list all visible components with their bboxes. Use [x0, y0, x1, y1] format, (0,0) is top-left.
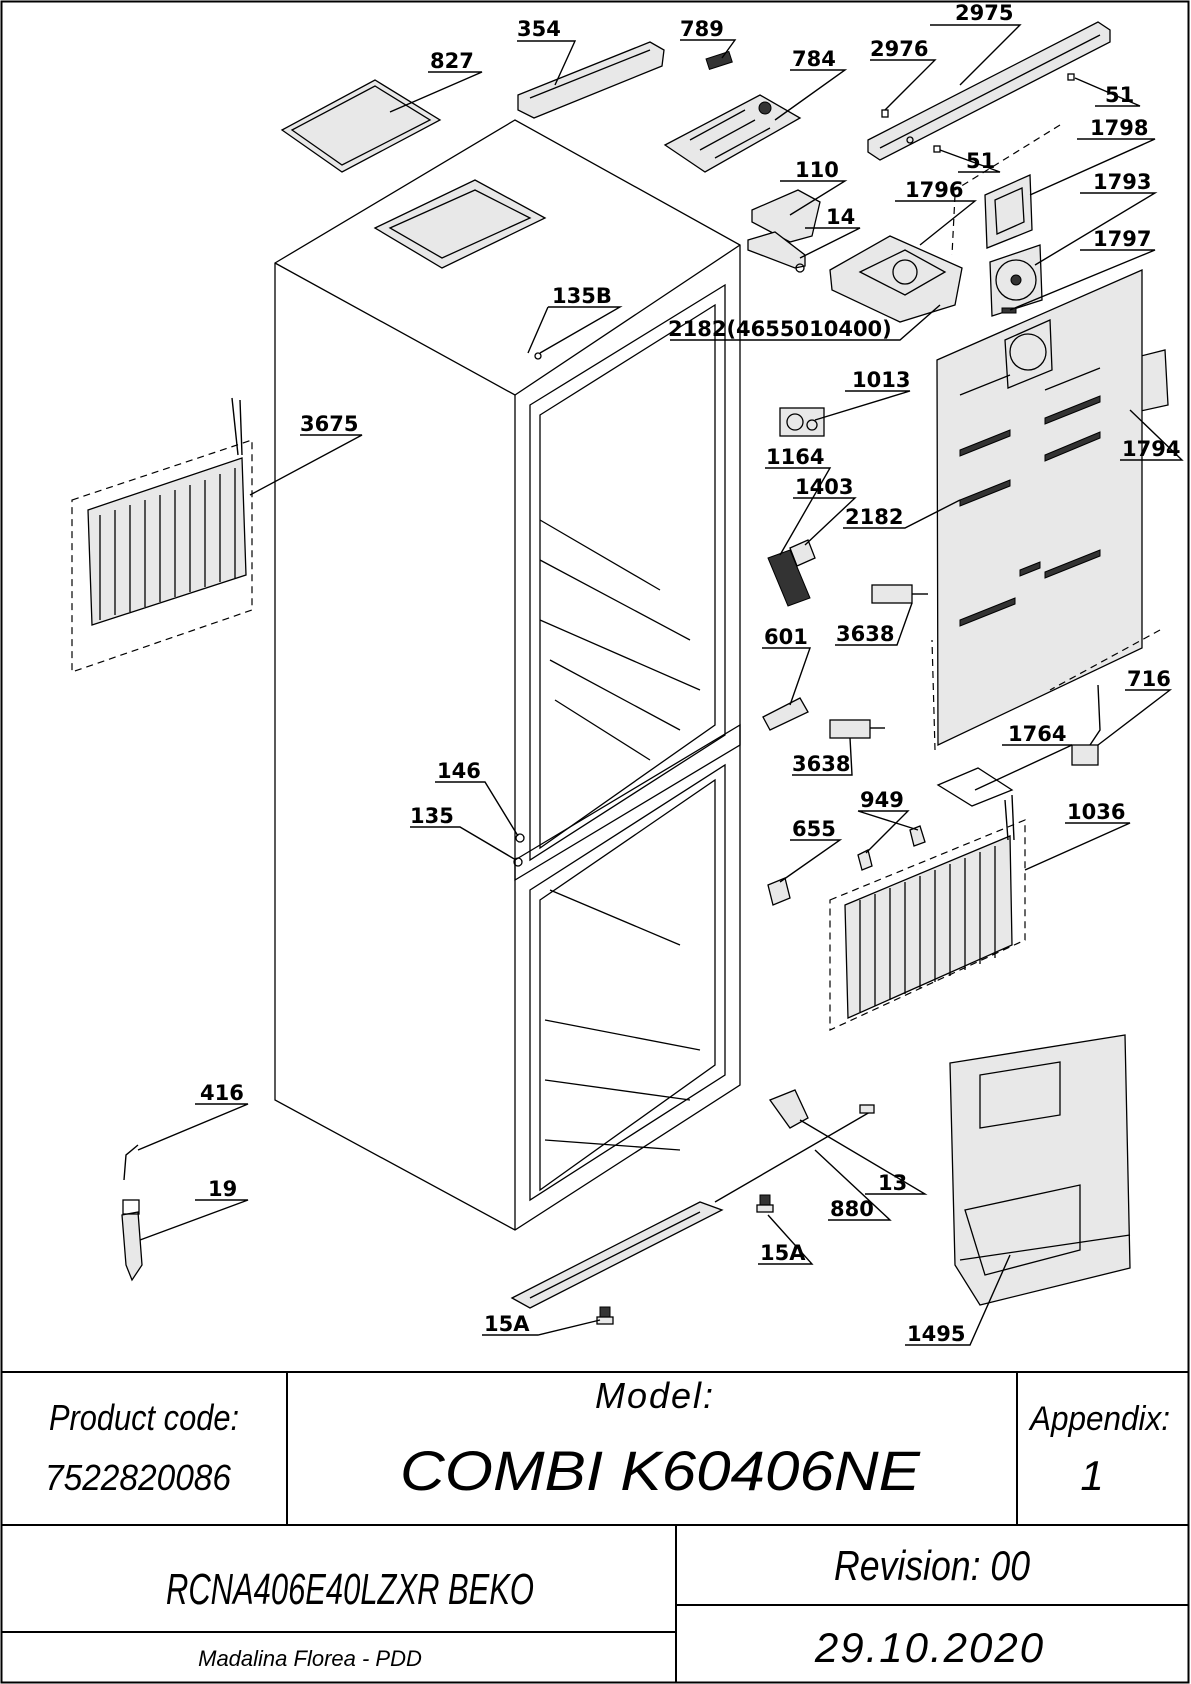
part-1403-bracket [789, 539, 816, 567]
label-2976: 2976 [870, 37, 928, 61]
label-1793: 1793 [1093, 170, 1151, 194]
label-13: 13 [878, 1171, 907, 1195]
part-135-screw [513, 857, 523, 867]
part-3675-condenser [71, 397, 253, 673]
part-51-screw-b [933, 145, 941, 153]
part-416-pin [123, 1144, 139, 1181]
part-51-screw-a [1067, 73, 1075, 81]
part-3638-sensor-b [829, 719, 885, 739]
label-3675: 3675 [300, 412, 358, 436]
variant-code: RCNA406E40LZXR BEKO [166, 1565, 534, 1614]
label-1796: 1796 [905, 178, 963, 202]
label-1764: 1764 [1008, 722, 1066, 746]
part-146-screw [515, 833, 525, 843]
label-354: 354 [517, 17, 561, 41]
part-827-cover [280, 79, 442, 173]
part-labels: 354 789 2975 827 784 2976 51 51 1798 110… [200, 1, 1180, 1346]
label-146: 146 [437, 759, 481, 783]
label-2182: 2182 [845, 505, 903, 529]
part-354-hinge-cover [517, 41, 665, 119]
part-789-module [705, 50, 733, 71]
appendix-number: 1 [1080, 1452, 1103, 1499]
label-601: 601 [764, 625, 808, 649]
label-3638-b: 3638 [792, 752, 850, 776]
leader-lines [137, 24, 1184, 1346]
label-1036: 1036 [1067, 800, 1125, 824]
part-15A-foot-b [596, 1306, 614, 1325]
label-1403: 1403 [795, 475, 853, 499]
label-1798: 1798 [1090, 116, 1148, 140]
part-13-bottom-hinge [768, 1089, 809, 1129]
label-135B: 135B [552, 284, 612, 308]
part-784-control-board [663, 94, 802, 173]
label-15A-a: 15A [760, 1241, 806, 1265]
label-416: 416 [200, 1081, 244, 1105]
part-949-clips [857, 825, 926, 871]
part-1495-dispenser-panel [949, 1034, 1131, 1306]
part-14-top-hinge [747, 231, 806, 273]
label-2182-part-number: 2182(4655010400) [668, 317, 892, 341]
part-880-heater-wire [714, 1104, 875, 1203]
part-2976-pin [881, 109, 889, 118]
label-2975: 2975 [955, 1, 1013, 25]
label-784: 784 [792, 47, 836, 71]
label-1794: 1794 [1122, 437, 1180, 461]
part-716-connector [1071, 684, 1101, 766]
label-15A-b: 15A [484, 1312, 530, 1336]
part-1796-fan-housing [829, 235, 963, 323]
label-1797: 1797 [1093, 227, 1151, 251]
part-655-bracket [767, 877, 791, 906]
part-1798-frame [984, 174, 1033, 249]
part-3638-sensor-a [871, 584, 928, 604]
label-3638-a: 3638 [836, 622, 894, 646]
label-19: 19 [208, 1177, 237, 1201]
part-15A-foot-a [756, 1194, 774, 1213]
appendix-label: Appendix: [1028, 1400, 1170, 1438]
guide-line-c [1049, 629, 1161, 691]
guide-line-d [931, 639, 936, 751]
author: Madalina Florea - PDD [198, 1646, 422, 1671]
part-2182-back-panel [936, 269, 1143, 747]
label-716: 716 [1127, 667, 1171, 691]
label-655: 655 [792, 817, 836, 841]
revision: Revision: 00 [834, 1542, 1031, 1589]
title-block: Product code: 7522820086 Model: COMBI K6… [2, 1371, 1189, 1683]
model-label: Model: [595, 1375, 715, 1416]
part-19-plug [121, 1199, 143, 1282]
guide-line-b [951, 194, 956, 256]
model-name: COMBI K60406NE [400, 1439, 921, 1502]
part-cabinet [274, 119, 741, 1231]
label-1013: 1013 [852, 368, 910, 392]
part-base-tray [510, 1201, 724, 1309]
label-51-a: 51 [1105, 83, 1134, 107]
part-1036-evaporator [829, 794, 1026, 1031]
product-code-label: Product code: [49, 1397, 239, 1438]
part-1164-card [767, 549, 811, 607]
label-880: 880 [830, 1197, 874, 1221]
part-1793-fan [989, 244, 1043, 317]
label-14: 14 [826, 205, 855, 229]
label-827: 827 [430, 49, 474, 73]
guide-line-a [954, 124, 1061, 191]
label-1495: 1495 [907, 1322, 965, 1346]
part-601-middle-hinge [762, 697, 809, 731]
label-51-b: 51 [966, 149, 995, 173]
label-110: 110 [795, 158, 839, 182]
label-1164: 1164 [766, 445, 824, 469]
part-2975-hinge-bar [867, 21, 1111, 161]
label-949: 949 [860, 788, 904, 812]
drawing-date: 29.10.2020 [814, 1624, 1045, 1671]
label-135: 135 [410, 804, 454, 828]
part-1797-sensor [1001, 307, 1017, 314]
label-789: 789 [680, 17, 724, 41]
part-135B-screw [534, 352, 542, 360]
part-110-hinge-cap [751, 189, 821, 243]
part-1764-sticker [936, 767, 1014, 807]
part-1013-module [779, 407, 825, 437]
product-code: 7522820086 [45, 1457, 232, 1498]
